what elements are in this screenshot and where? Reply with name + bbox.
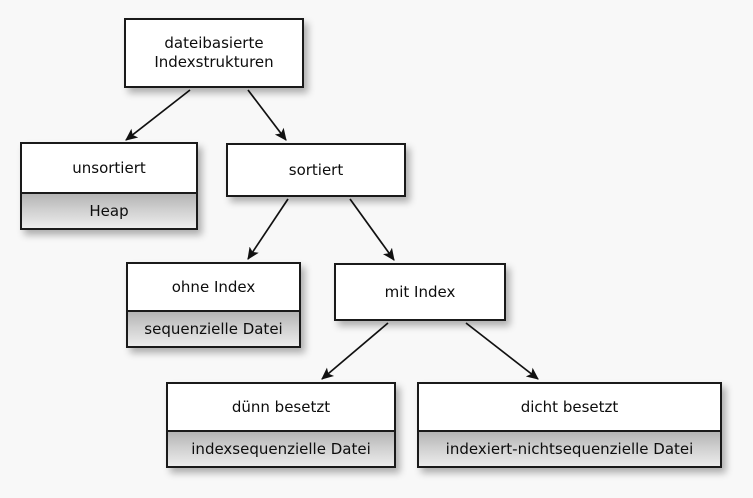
- node-dicht-besetzt-title: dicht besetzt: [419, 384, 720, 432]
- node-root[interactable]: dateibasierte Indexstrukturen: [124, 18, 304, 88]
- node-mit-index[interactable]: mit Index: [334, 263, 506, 321]
- node-ohne-index-title: ohne Index: [128, 264, 299, 312]
- node-unsortiert-title: unsortiert: [22, 144, 196, 194]
- node-mit-index-title: mit Index: [336, 265, 504, 319]
- edge-root-to-sortiert: [247, 89, 287, 141]
- edge-sortiert-to-ohne-index: [247, 198, 289, 260]
- edge-sortiert-to-mit-index: [349, 198, 395, 261]
- edge-root-to-unsortiert: [125, 89, 191, 141]
- node-ohne-index-subtitle: sequenzielle Datei: [128, 312, 299, 346]
- node-sortiert-title: sortiert: [228, 145, 404, 195]
- node-duenn-besetzt-subtitle: indexsequenzielle Datei: [168, 432, 394, 466]
- node-unsortiert-subtitle: Heap: [22, 194, 196, 228]
- edge-mit-index-to-dicht: [465, 322, 539, 380]
- node-dicht-besetzt-subtitle: indexiert-nichtsequenzielle Datei: [419, 432, 720, 466]
- node-sortiert[interactable]: sortiert: [226, 143, 406, 197]
- node-duenn-besetzt-title: dünn besetzt: [168, 384, 394, 432]
- node-root-title: dateibasierte Indexstrukturen: [126, 20, 302, 86]
- edge-mit-index-to-duenn: [321, 322, 389, 380]
